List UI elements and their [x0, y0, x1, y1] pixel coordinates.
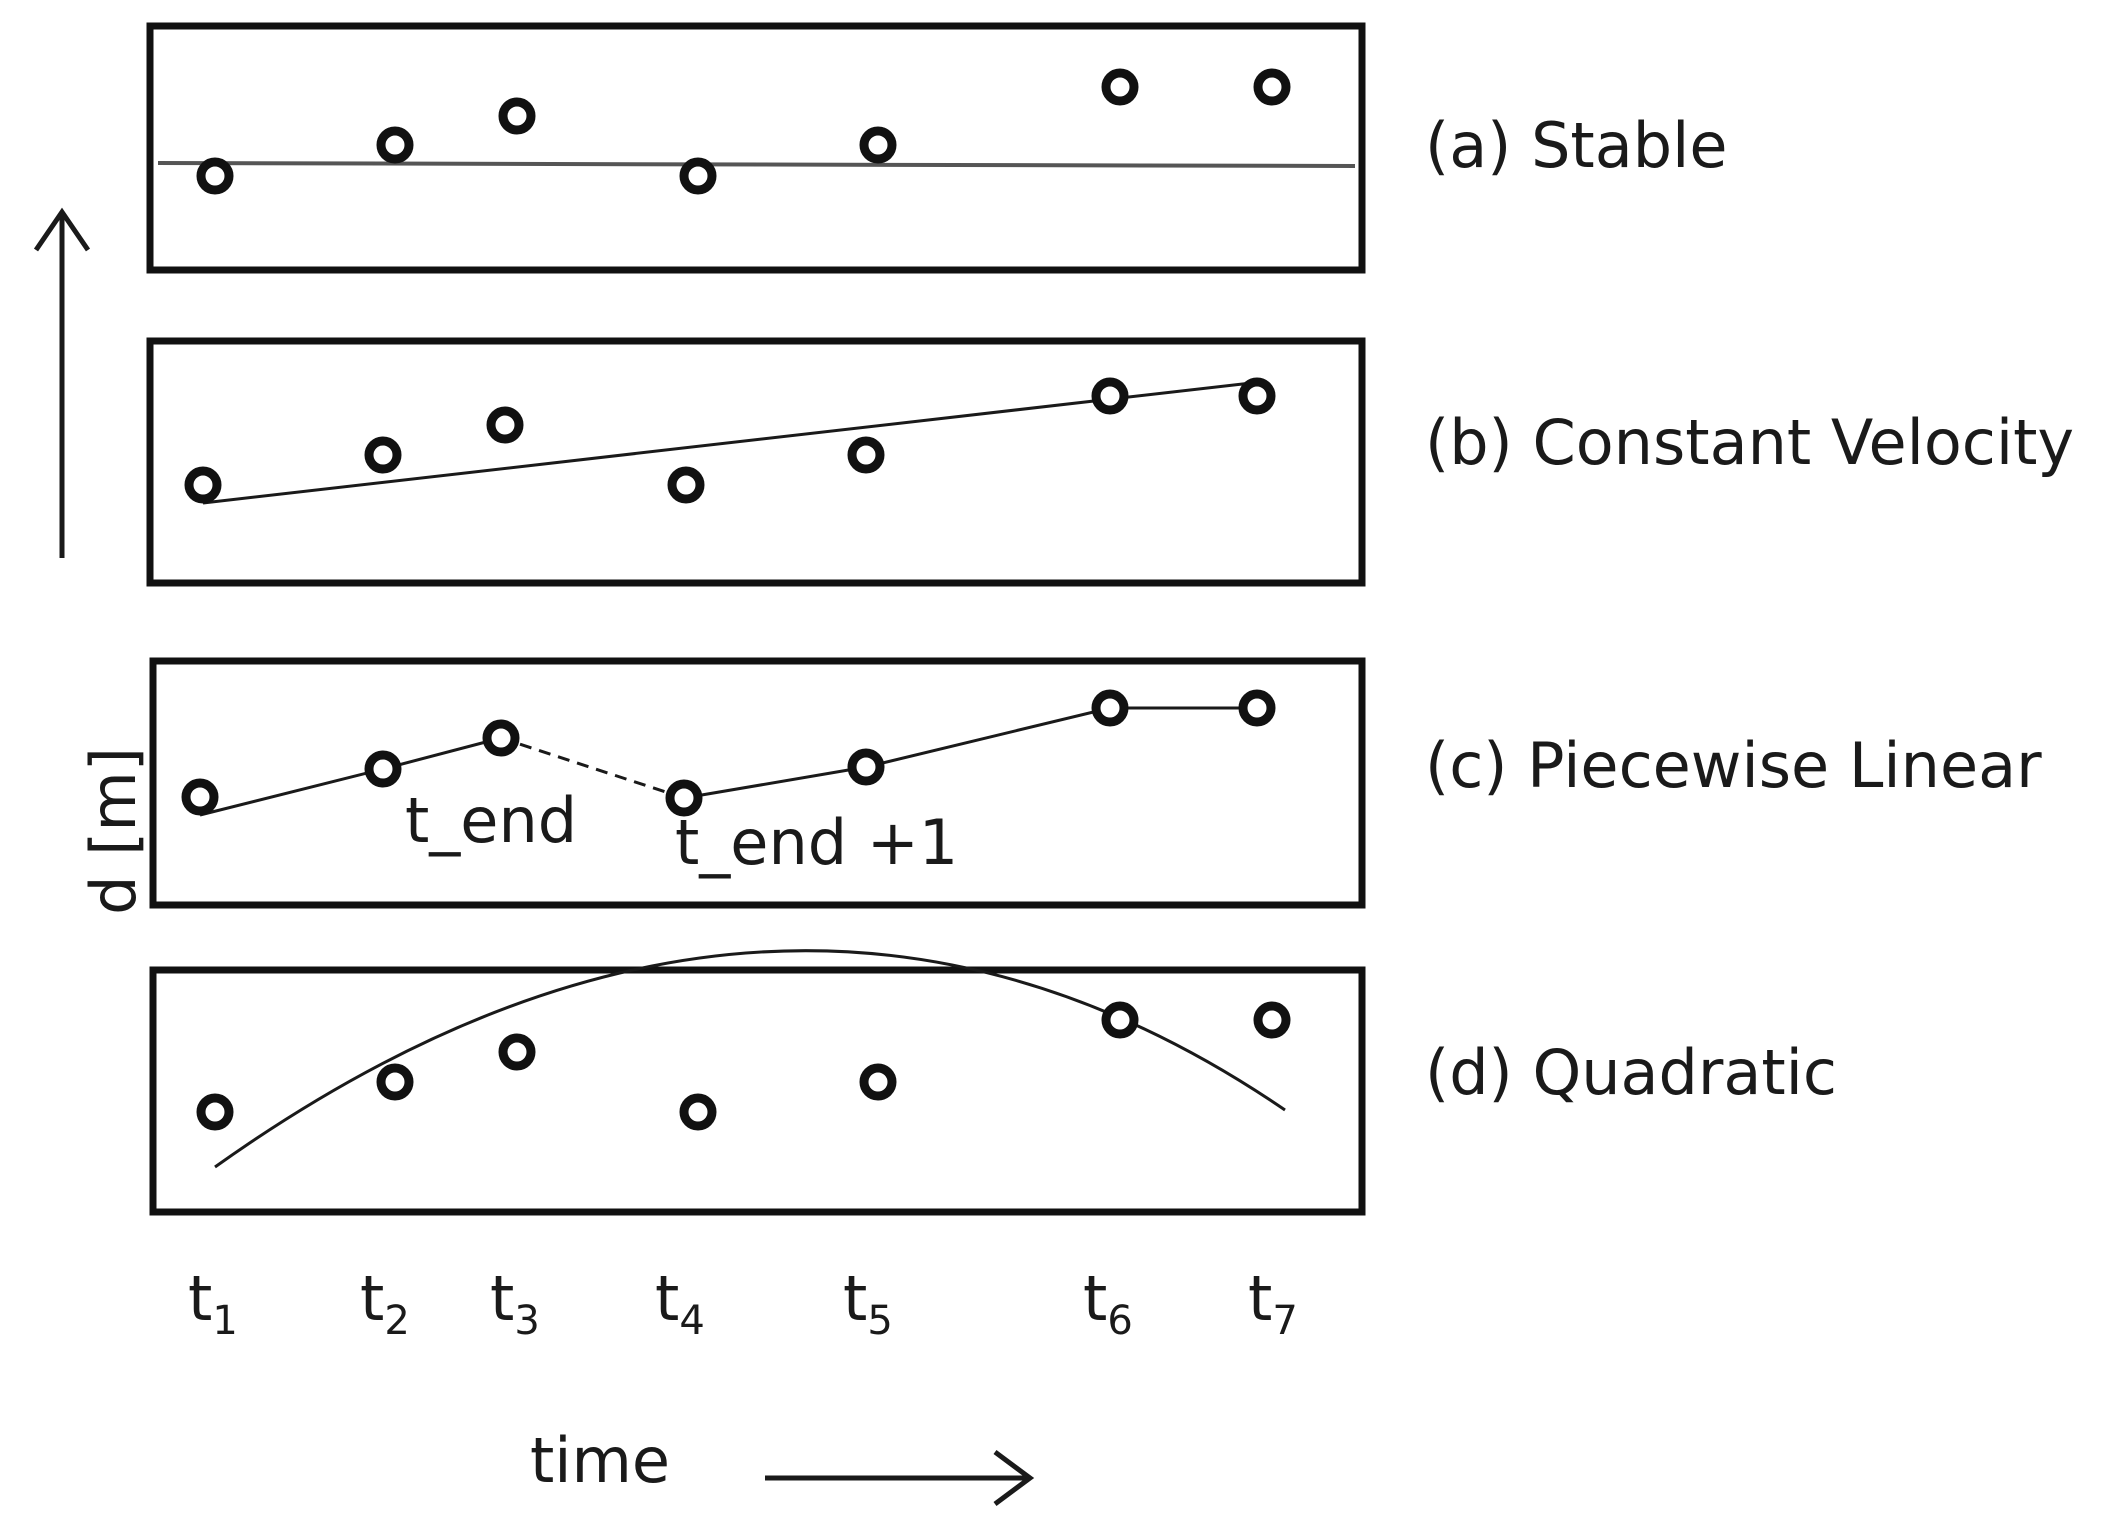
observation-point-t4	[667, 466, 705, 504]
observation-point-t6	[1091, 689, 1129, 727]
observation-point-t5	[847, 748, 885, 786]
observation-point-t1	[181, 778, 219, 816]
observation-point-t2	[364, 436, 402, 474]
panel-piecewise-linear	[149, 657, 1366, 909]
panel-frame	[149, 657, 1366, 909]
observation-point-t5	[859, 126, 897, 164]
time-tick-label: t5	[843, 1268, 893, 1344]
panel-quadratic	[149, 949, 1366, 1216]
tick-subscript: 1	[212, 1298, 238, 1344]
time-tick-label: t7	[1248, 1268, 1298, 1344]
panel-frame	[146, 22, 1366, 274]
observation-point-t7	[1253, 68, 1291, 106]
tick-base: t	[843, 1262, 868, 1335]
tick-base: t	[1248, 1262, 1273, 1335]
observation-point-t1	[184, 466, 222, 504]
x-axis-label: time	[530, 1424, 671, 1497]
observation-point-t5	[847, 436, 885, 474]
observation-point-t5	[859, 1063, 897, 1101]
panel-stable	[146, 22, 1366, 274]
panel-label-stable: (a) Stable	[1425, 109, 1728, 182]
segment-gap-dashed	[500, 736, 685, 800]
observation-point-t1	[196, 1093, 234, 1131]
time-tick-label: t4	[655, 1268, 705, 1344]
observation-points	[196, 1001, 1291, 1131]
panel-label-quadratic: (d) Quadratic	[1425, 1036, 1837, 1109]
y-axis-arrow	[33, 207, 91, 558]
observation-point-t1	[196, 157, 234, 195]
segment-2	[683, 706, 1257, 800]
tick-base: t	[1083, 1262, 1108, 1335]
observation-point-t2	[364, 750, 402, 788]
time-tick-label: t6	[1083, 1268, 1133, 1344]
tick-base: t	[490, 1262, 515, 1335]
observation-points	[196, 68, 1291, 195]
observation-point-t4	[665, 779, 703, 817]
tick-subscript: 3	[514, 1298, 540, 1344]
time-tick-label: t1	[188, 1268, 238, 1344]
observation-point-t4	[679, 157, 717, 195]
observation-point-t2	[376, 126, 414, 164]
tick-base: t	[655, 1262, 680, 1335]
observation-point-t4	[679, 1093, 717, 1131]
panel-constant-velocity	[146, 337, 1366, 587]
observation-points	[184, 377, 1276, 504]
tick-subscript: 2	[384, 1298, 410, 1344]
annotation-t-end-plus-1: t_end +1	[675, 806, 959, 879]
observation-point-t7	[1253, 1001, 1291, 1039]
observation-point-t3	[482, 719, 520, 757]
panel-label-constant-velocity: (b) Constant Velocity	[1425, 406, 2075, 479]
observation-point-t6	[1101, 1001, 1139, 1039]
panel-label-piecewise-linear: (c) Piecewise Linear	[1425, 729, 2042, 802]
y-axis-label: d [m]	[76, 747, 150, 915]
observation-point-t6	[1091, 377, 1129, 415]
observation-point-t6	[1101, 68, 1139, 106]
observation-point-t3	[486, 406, 524, 444]
observation-point-t7	[1238, 689, 1276, 727]
tick-base: t	[188, 1262, 213, 1335]
fit-line	[202, 380, 1261, 505]
tick-subscript: 4	[679, 1298, 705, 1344]
tick-subscript: 6	[1107, 1298, 1133, 1344]
observation-point-t3	[498, 1033, 536, 1071]
panel-frame	[146, 337, 1366, 587]
observation-point-t2	[376, 1063, 414, 1101]
annotation-t-end: t_end	[405, 784, 578, 857]
time-tick-label: t2	[360, 1268, 410, 1344]
observation-point-t7	[1238, 377, 1276, 415]
observation-points	[181, 689, 1276, 817]
x-axis-arrow	[765, 1449, 1035, 1507]
fit-curve	[214, 949, 1286, 1169]
tick-subscript: 5	[867, 1298, 893, 1344]
time-tick-label: t3	[490, 1268, 540, 1344]
observation-point-t3	[498, 97, 536, 135]
panel-frame	[149, 966, 1366, 1216]
tick-base: t	[360, 1262, 385, 1335]
fit-line	[157, 161, 1356, 168]
tick-subscript: 7	[1272, 1298, 1298, 1344]
